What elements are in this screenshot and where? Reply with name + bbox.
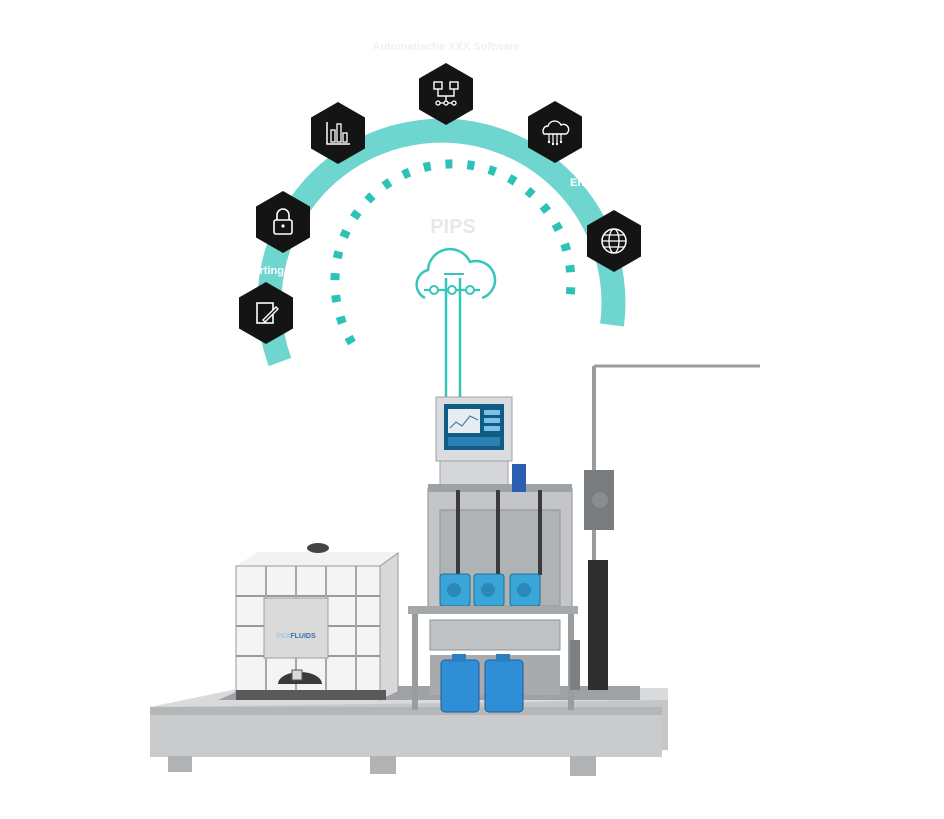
canister (440, 654, 480, 713)
pump (473, 573, 505, 607)
dosing-station: PEXFLUIDS (150, 364, 760, 776)
feature-label-auswertungen: Auswertungen (292, 84, 369, 96)
tank-brand: PEXFLUIDS (276, 633, 316, 640)
feature-label-reporting: Reporting (232, 265, 284, 277)
center-label: PIPS (430, 216, 476, 238)
header-text: Automatische XXX Software (372, 41, 519, 53)
feature-label-ki: Künstliche Intelligenz (488, 84, 602, 96)
bar-chart-icon (311, 102, 365, 164)
document-edit-icon (239, 282, 293, 344)
canister (484, 654, 524, 713)
ibc-tank: PEXFLUIDS (235, 543, 399, 701)
pump (439, 573, 471, 607)
machine-frame (408, 464, 578, 710)
globe-icon (587, 210, 641, 272)
pipework (570, 364, 760, 690)
inner-dashed-arc (330, 159, 576, 346)
cloud-connection-icon (415, 247, 497, 400)
hmi-panel (435, 396, 513, 490)
pump (509, 573, 541, 607)
feature-label-sicherheit: Sicherheit (250, 171, 304, 183)
feature-label-erreichbarkeit: Erreichbarkeit von überall (570, 177, 706, 189)
ai-cloud-circuit-icon (528, 101, 582, 163)
lock-icon (256, 191, 310, 253)
network-nodes-icon (419, 63, 473, 125)
